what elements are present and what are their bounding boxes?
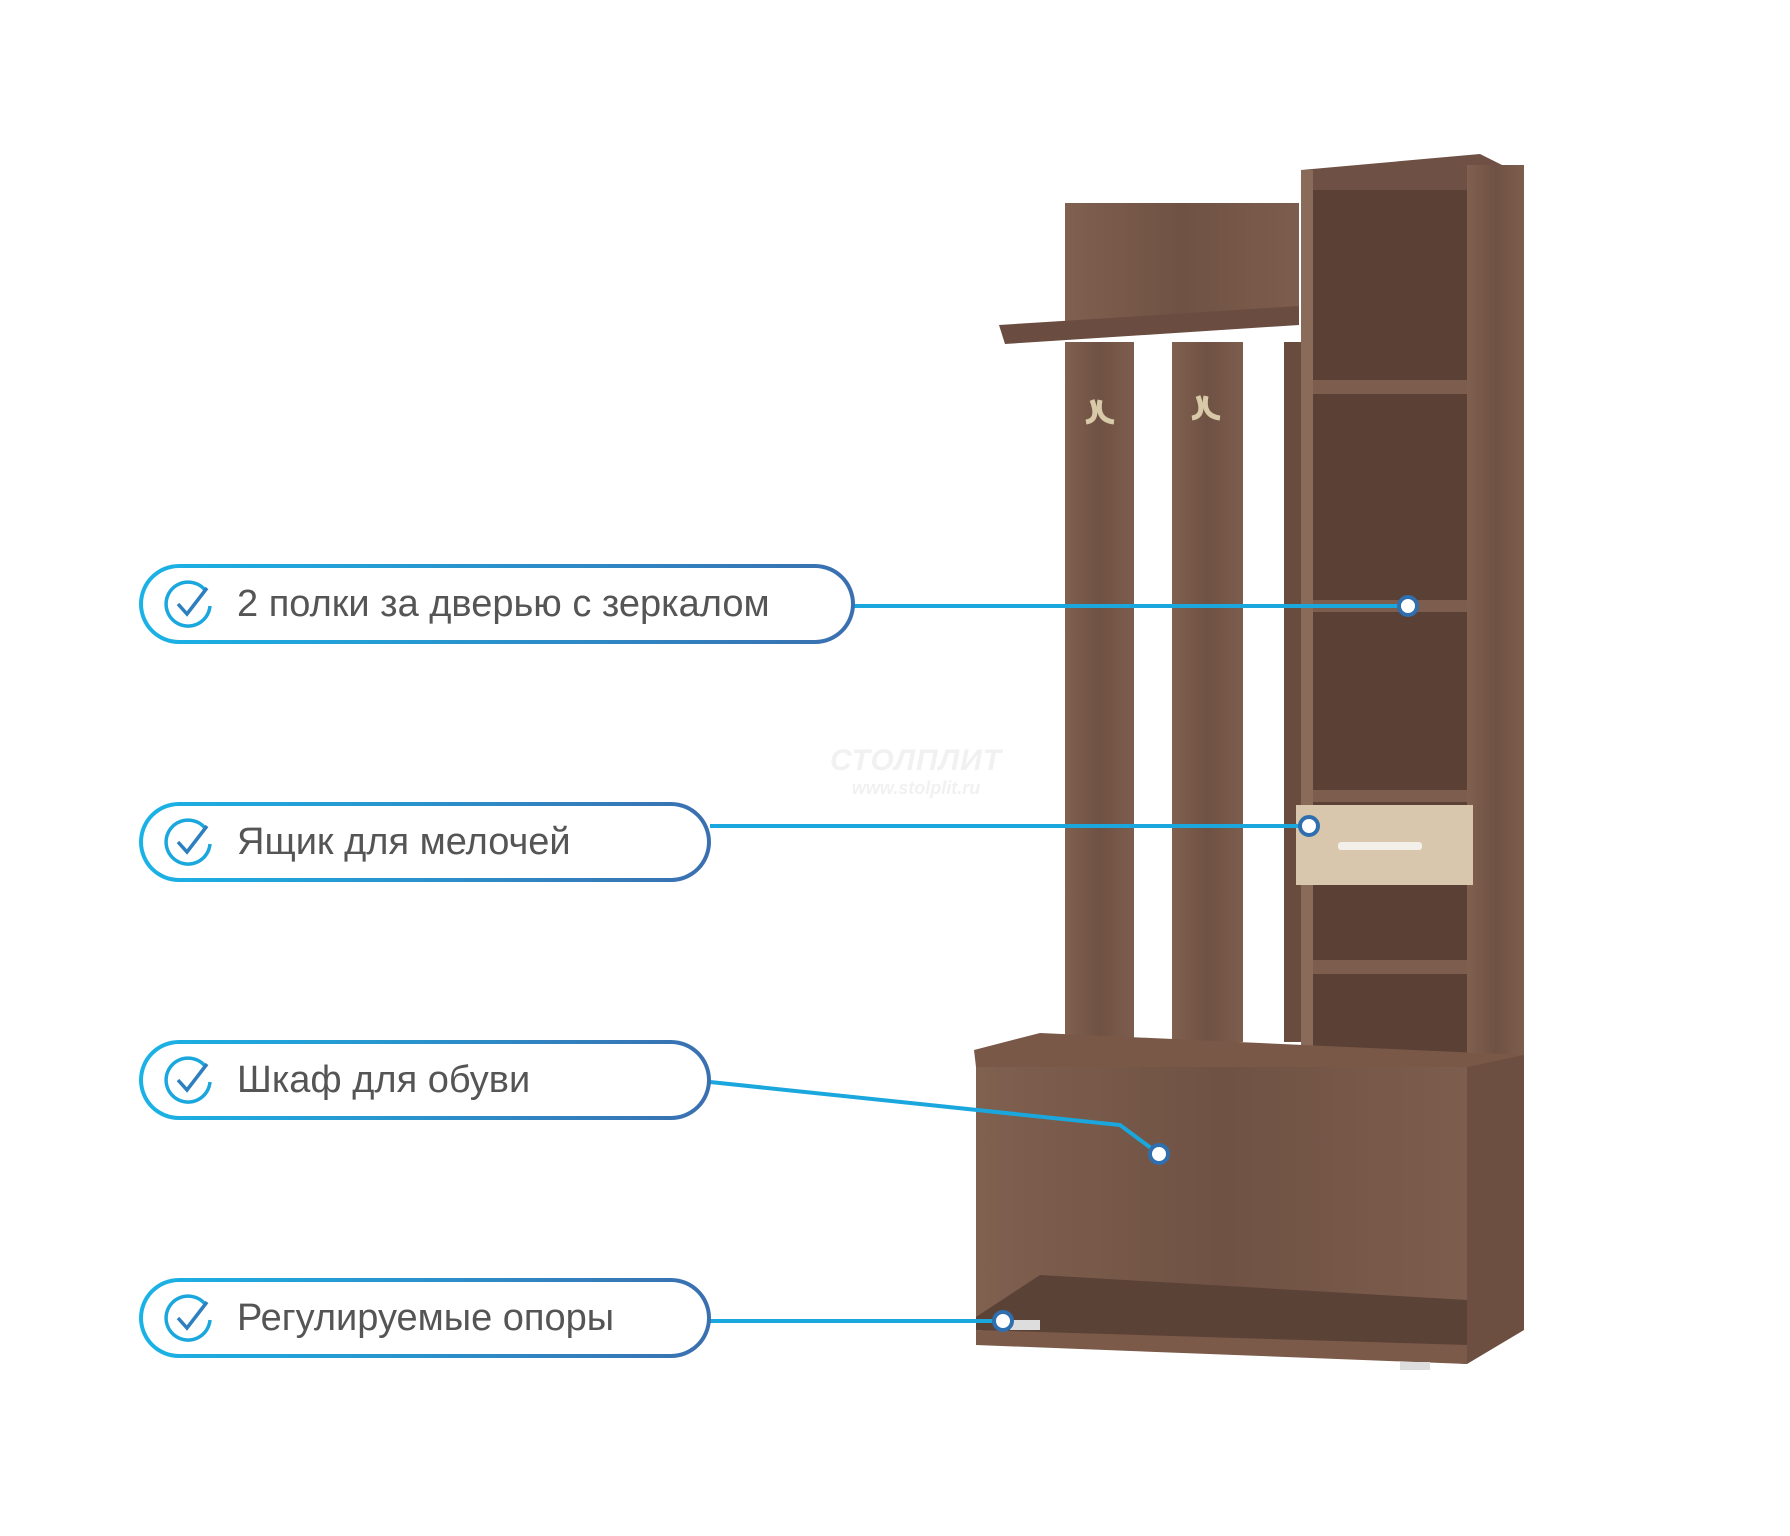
watermark-brand: СТОЛПЛИТ	[830, 744, 1003, 777]
callout-drawer: Ящик для мелочей	[139, 802, 711, 882]
check-circle-icon	[164, 818, 212, 866]
check-circle-icon	[164, 580, 212, 628]
callout-label: Регулируемые опоры	[237, 1296, 615, 1339]
check-circle-icon	[164, 1294, 212, 1342]
callout-adjustable-feet: Регулируемые опоры	[139, 1278, 711, 1358]
callout-connectors	[709, 595, 1419, 1332]
watermark-url: www.stolplit.ru	[851, 778, 981, 798]
callout-label: 2 полки за дверью с зеркалом	[237, 582, 770, 625]
check-circle-icon	[164, 1056, 212, 1104]
callout-shelves: 2 полки за дверью с зеркалом	[139, 564, 855, 644]
furniture	[974, 154, 1524, 1370]
callout-shoe-cabinet: Шкаф для обуви	[139, 1040, 711, 1120]
callout-label: Шкаф для обуви	[237, 1058, 531, 1101]
callout-label: Ящик для мелочей	[237, 820, 571, 863]
watermark: СТОЛПЛИТ www.stolplit.ru	[830, 744, 1002, 799]
